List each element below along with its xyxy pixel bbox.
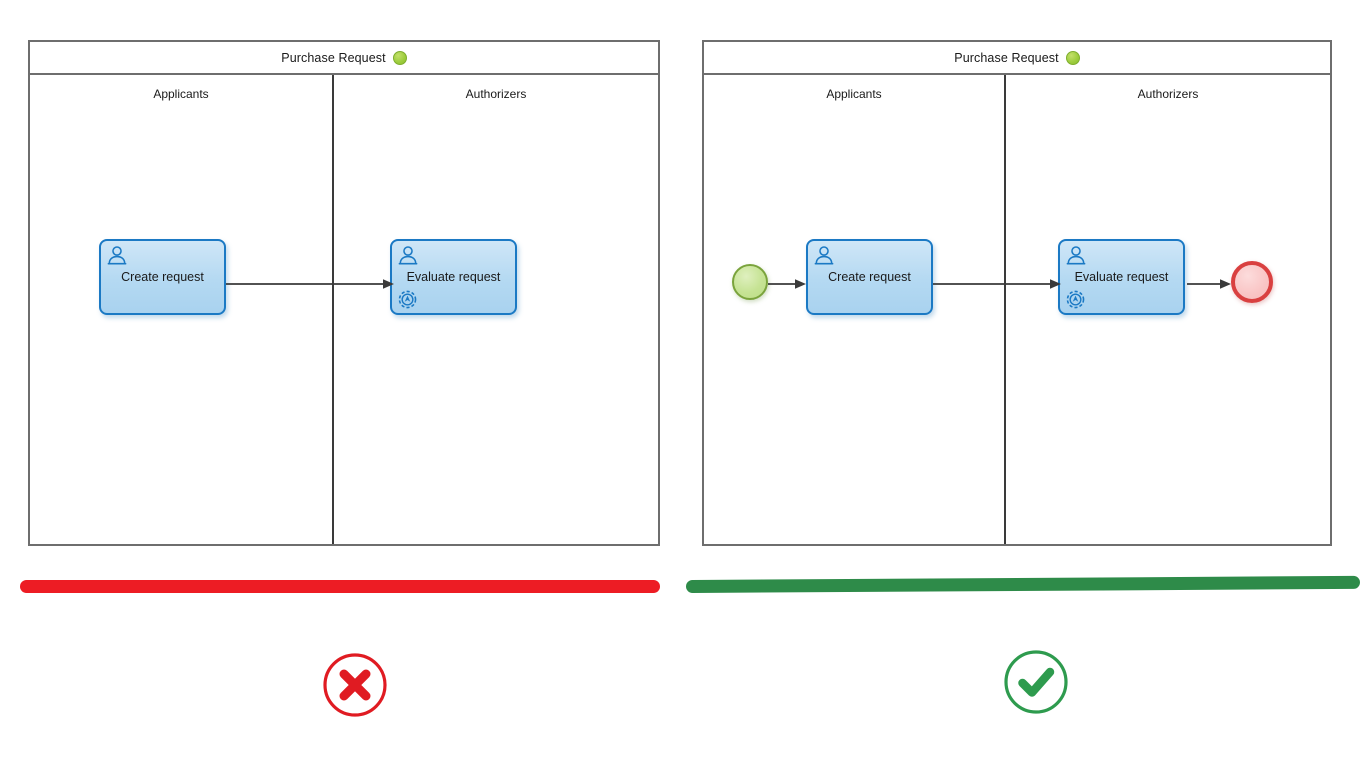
lane-label-applicants: Applicants	[826, 87, 882, 101]
loop-marker-icon	[1066, 290, 1085, 309]
cross-icon	[323, 653, 387, 717]
check-icon	[1004, 650, 1068, 714]
pool-incorrect: Purchase Request Applicants Create reque…	[28, 40, 660, 546]
task-create-request[interactable]: Create request	[99, 239, 226, 315]
user-icon	[107, 246, 127, 265]
flow-evaluate-to-end	[1187, 279, 1231, 289]
lane-label-applicants: Applicants	[153, 87, 209, 101]
task-label: Evaluate request	[406, 270, 501, 284]
task-label: Create request	[828, 270, 911, 284]
pool-title: Purchase Request	[281, 50, 386, 65]
user-icon	[398, 246, 418, 265]
pool-header-incorrect: Purchase Request	[30, 42, 658, 75]
lane-label-authorizers: Authorizers	[1137, 87, 1199, 101]
task-evaluate-request[interactable]: Evaluate request	[390, 239, 517, 315]
lane-applicants: Applicants Create request	[704, 75, 1006, 544]
pool-header-correct: Purchase Request	[704, 42, 1330, 75]
lane-container-incorrect: Applicants Create request Authorizers	[30, 75, 658, 544]
flow-create-to-evaluate	[933, 279, 1061, 289]
lane-applicants: Applicants Create request	[30, 75, 334, 544]
loop-marker-icon	[398, 290, 417, 309]
lane-container-correct: Applicants Create request Authorizers	[704, 75, 1330, 544]
task-evaluate-request[interactable]: Evaluate request	[1058, 239, 1185, 315]
user-icon	[814, 246, 834, 265]
flow-start-to-create	[768, 279, 806, 289]
flow-create-to-evaluate	[226, 279, 394, 289]
end-event[interactable]	[1231, 261, 1273, 303]
task-label: Evaluate request	[1074, 270, 1169, 284]
status-dot-icon	[1065, 50, 1080, 65]
user-icon	[1066, 246, 1086, 265]
verdict-bar-correct	[685, 575, 1361, 593]
task-create-request[interactable]: Create request	[806, 239, 933, 315]
start-event[interactable]	[732, 264, 768, 300]
pool-title: Purchase Request	[954, 50, 1059, 65]
status-dot-icon	[392, 50, 407, 65]
pool-correct: Purchase Request Applicants Create reque…	[702, 40, 1332, 546]
lane-label-authorizers: Authorizers	[465, 87, 527, 101]
lane-authorizers: Authorizers Evaluate request	[334, 75, 658, 544]
task-label: Create request	[121, 270, 204, 284]
verdict-bar-incorrect	[20, 580, 660, 593]
lane-authorizers: Authorizers Evaluate request	[1006, 75, 1330, 544]
